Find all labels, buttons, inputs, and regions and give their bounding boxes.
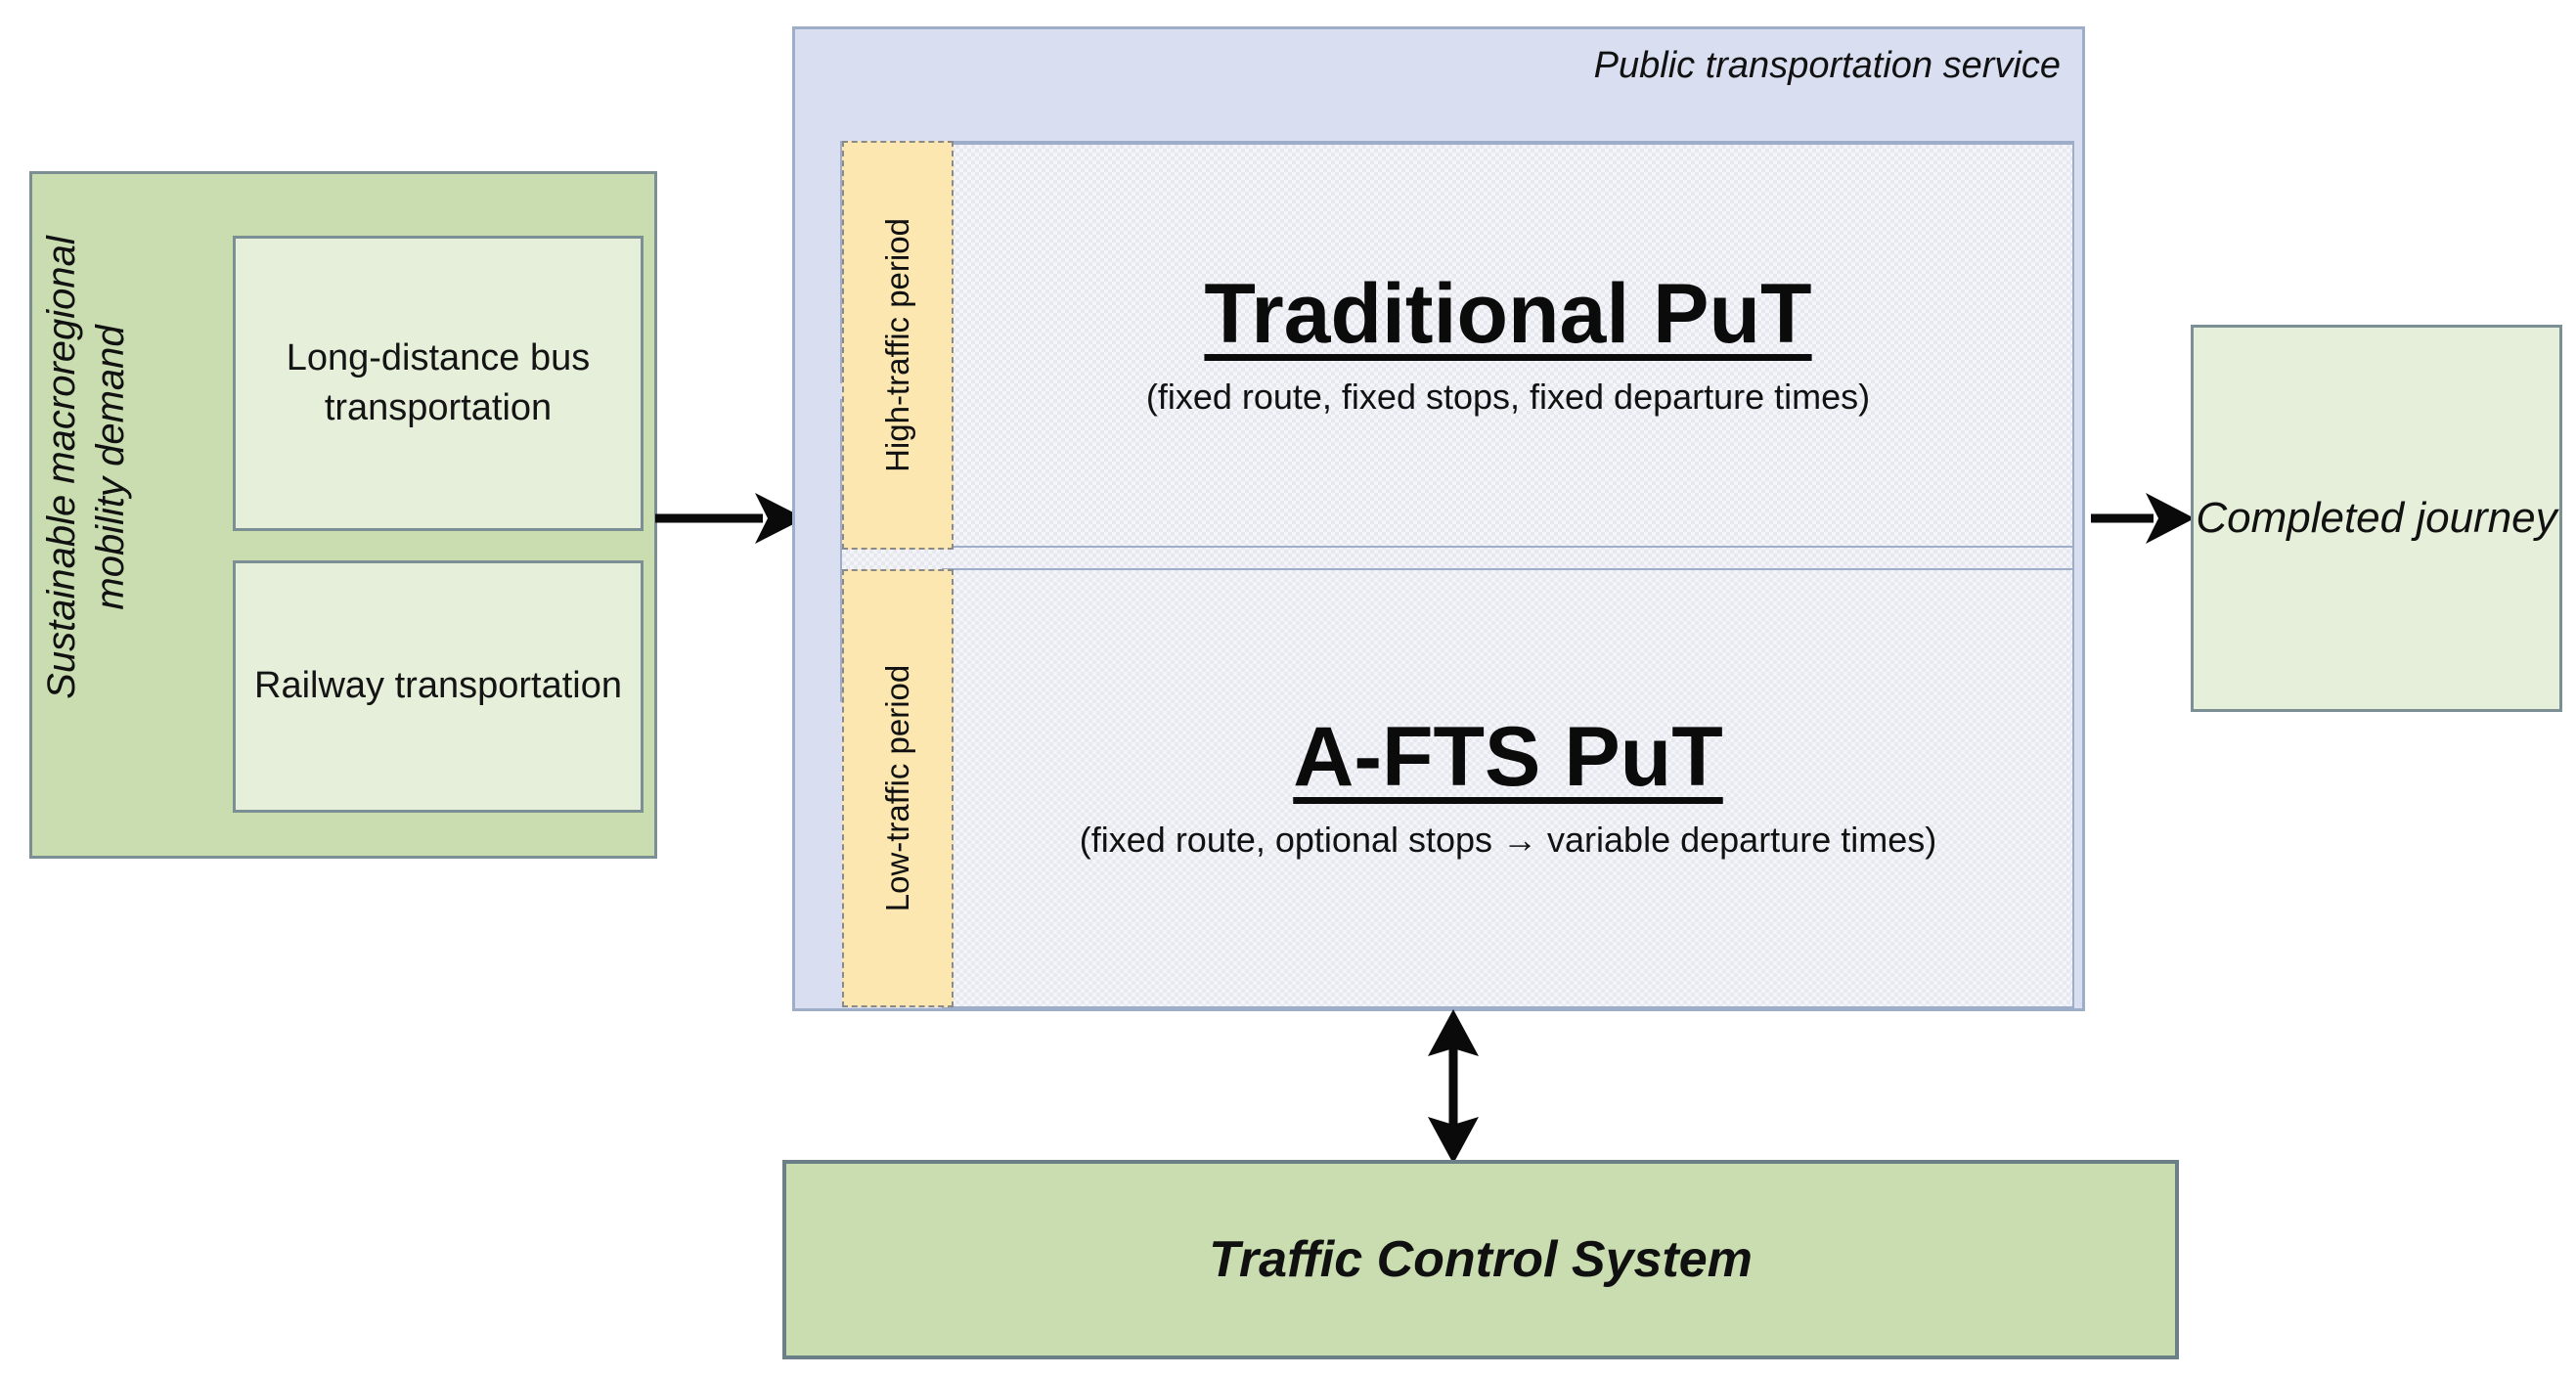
arrow-service-to-journey-icon: [2091, 493, 2195, 544]
service-subtitle-afts-put: (fixed route, optional stops → variable …: [1079, 819, 1937, 860]
service-panel-traditional-put: Traditional PuT (fixed route, fixed stop…: [942, 143, 2074, 548]
mode-label-railway: Railway transportation: [254, 665, 622, 707]
traffic-control-system-box: Traffic Control System: [782, 1160, 2179, 1359]
traffic-control-system-label: Traffic Control System: [1209, 1231, 1753, 1288]
mode-box-long-distance-bus: Long-distance bus transportation: [233, 236, 644, 531]
arrow-service-traffic-control-bidirectional-icon: [1428, 1009, 1479, 1164]
service-panel-afts-put: A-FTS PuT (fixed route, optional stops →…: [942, 568, 2074, 1008]
service-subtitle-traditional-put: (fixed route, fixed stops, fixed departu…: [1145, 376, 1871, 417]
demand-vertical-label: Sustainable macroregional mobility deman…: [40, 236, 132, 699]
period-tag-high-traffic: High-traffic period: [842, 141, 954, 550]
sustainable-mobility-demand-container: Sustainable macroregional mobility deman…: [29, 171, 657, 859]
public-transportation-service-container: Public transportation service Traditiona…: [792, 26, 2085, 1011]
period-tag-label-high-traffic: High-traffic period: [879, 218, 915, 472]
service-title-traditional-put: Traditional PuT: [1204, 266, 1812, 361]
mode-label-long-distance-bus: Long-distance bus transportation: [286, 336, 591, 428]
arrow-demand-to-service-icon: [655, 493, 805, 544]
public-transportation-service-title: Public transportation service: [1593, 45, 2061, 86]
period-tag-label-low-traffic: Low-traffic period: [879, 664, 915, 912]
period-tag-low-traffic: Low-traffic period: [842, 569, 954, 1007]
completed-journey-box: Completed journey: [2191, 325, 2562, 712]
completed-journey-label: Completed journey: [2196, 494, 2557, 543]
mode-box-railway: Railway transportation: [233, 560, 644, 813]
service-title-afts-put: A-FTS PuT: [1293, 709, 1723, 804]
